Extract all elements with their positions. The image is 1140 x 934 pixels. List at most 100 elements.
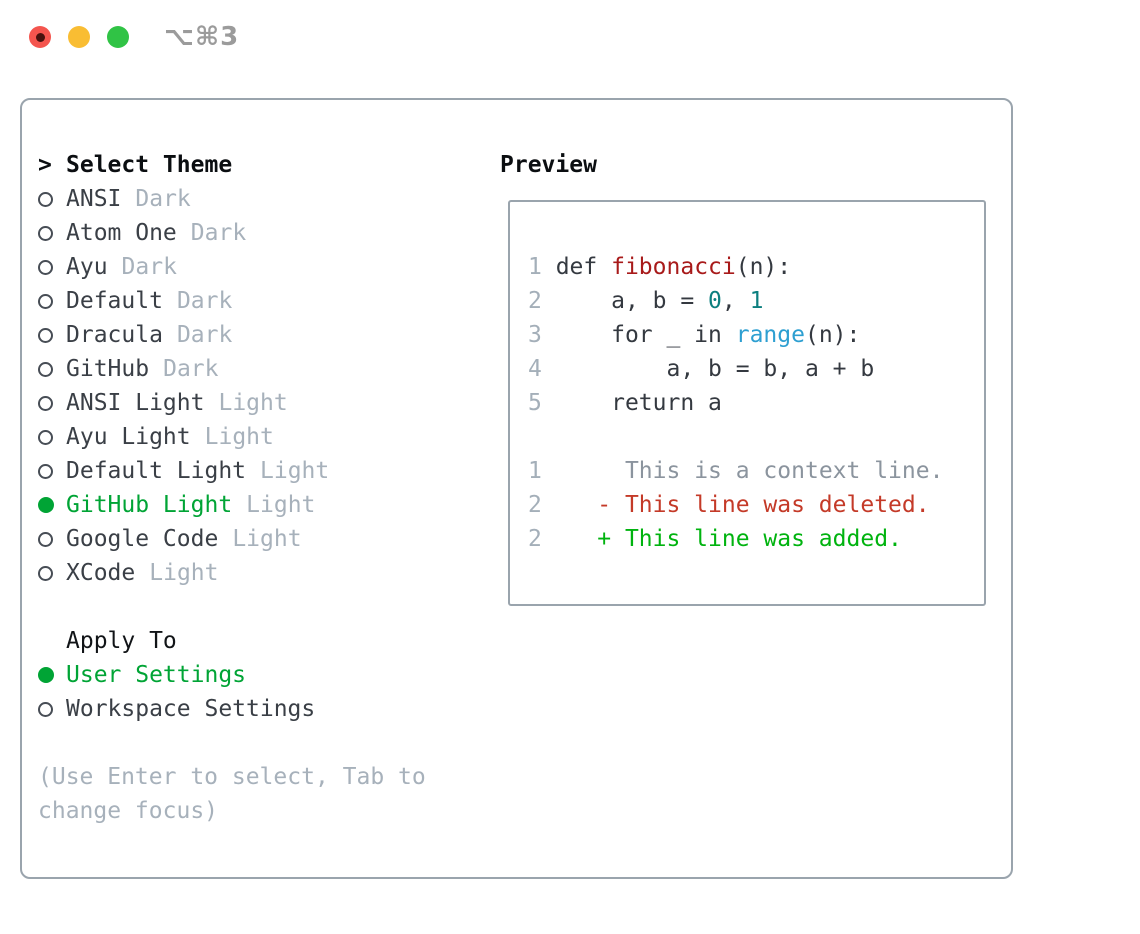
theme-variant-label: Dark (135, 186, 191, 212)
radio-unselected-icon (38, 259, 53, 275)
code-token: range (735, 322, 805, 348)
code-token: 4 (528, 356, 542, 382)
spacer (38, 590, 488, 624)
theme-variant-label: Light (232, 526, 302, 552)
apply-option-workspace-settings[interactable]: Workspace Settings (38, 692, 488, 726)
code-line: 4 a, b = b, a + b (528, 352, 984, 386)
radio-unselected-icon (38, 327, 53, 343)
theme-option-ansi-light[interactable]: ANSI Light Light (38, 386, 488, 420)
code-token: (n): (735, 254, 792, 280)
code-token: fibonacci (611, 254, 736, 280)
code-line: 2 + This line was added. (528, 522, 984, 556)
theme-option-label: ANSI (66, 186, 122, 212)
help-text: (Use Enter to select, Tab to change focu… (38, 764, 426, 824)
theme-list-title: Select Theme (66, 152, 233, 178)
code-token: (n): (804, 322, 861, 348)
code-token: - This line was deleted. (597, 492, 930, 518)
selection-caret-icon: > (38, 152, 52, 178)
code-token: def (541, 254, 612, 280)
theme-option-label: Dracula (66, 322, 163, 348)
code-line (528, 420, 984, 454)
theme-option-ansi[interactable]: ANSI Dark (38, 182, 488, 216)
code-line: 1 This is a context line. (528, 454, 984, 488)
theme-option-github[interactable]: GitHub Dark (38, 352, 488, 386)
code-token: 3 (528, 322, 542, 348)
code-token: for _ in (541, 322, 736, 348)
code-token: , (721, 288, 750, 314)
theme-option-label: GitHub (66, 356, 150, 382)
code-token: a, b = (541, 288, 709, 314)
theme-variant-label: Dark (121, 254, 177, 280)
radio-unselected-icon (38, 429, 53, 445)
theme-option-xcode[interactable]: XCode Light (38, 556, 488, 590)
code-token: 2 (528, 288, 542, 314)
theme-option-label: Default Light (66, 458, 247, 484)
code-token: a, b = b, a + b (541, 356, 875, 382)
code-token: 1 (528, 254, 542, 280)
theme-variant-label: Light (218, 390, 288, 416)
theme-option-label: Google Code (66, 526, 219, 552)
radio-selected-icon (38, 667, 54, 683)
theme-option-label: Atom One (66, 220, 177, 246)
code-token: 2 (528, 492, 542, 518)
radio-unselected-icon (38, 565, 53, 581)
code-token: return a (541, 390, 722, 416)
close-button[interactable] (29, 26, 51, 48)
code-token: 5 (528, 390, 542, 416)
theme-variant-label: Dark (163, 356, 219, 382)
code-token: 2 (528, 526, 542, 552)
radio-unselected-icon (38, 191, 53, 207)
code-line: 2 - This line was deleted. (528, 488, 984, 522)
theme-option-default[interactable]: Default Dark (38, 284, 488, 318)
radio-selected-icon (38, 497, 54, 513)
theme-option-label: XCode (66, 560, 136, 586)
theme-variant-label: Dark (190, 220, 247, 246)
code-line: 3 for _ in range(n): (528, 318, 984, 352)
theme-variant-label: Dark (176, 288, 233, 314)
theme-variant-label: Light (260, 458, 330, 484)
theme-option-dracula[interactable]: Dracula Dark (38, 318, 488, 352)
theme-option-ayu[interactable]: Ayu Dark (38, 250, 488, 284)
theme-variant-label: Light (246, 492, 316, 518)
theme-variant-label: Dark (176, 322, 233, 348)
code-token: 1 (528, 458, 542, 484)
spacer (38, 726, 488, 760)
code-line: 5 return a (528, 386, 984, 420)
apply-option-user-settings[interactable]: User Settings (38, 658, 488, 692)
theme-option-label: ANSI Light (66, 390, 205, 416)
theme-option-label: Default (66, 288, 163, 314)
code-line: 1 def fibonacci(n): (528, 250, 984, 284)
zoom-button[interactable] (107, 26, 129, 48)
radio-unselected-icon (38, 225, 53, 241)
theme-option-atom-one[interactable]: Atom One Dark (38, 216, 488, 250)
radio-unselected-icon (38, 463, 53, 479)
titlebar (29, 26, 146, 48)
radio-unselected-icon (38, 701, 53, 717)
code-line: 2 a, b = 0, 1 (528, 284, 984, 318)
theme-option-default-light[interactable]: Default Light Light (38, 454, 488, 488)
minimize-button[interactable] (68, 26, 90, 48)
window-title: ⌥⌘3 (164, 22, 240, 52)
code-token: 0 (708, 288, 722, 314)
apply-option-label: Workspace Settings (66, 696, 316, 722)
theme-variant-label: Light (149, 560, 219, 586)
radio-unselected-icon (38, 293, 53, 309)
theme-option-google-code[interactable]: Google Code Light (38, 522, 488, 556)
code-token (542, 526, 597, 552)
code-token: + This line was added. (597, 526, 902, 552)
apply-to-header: Apply To (38, 624, 488, 658)
radio-unselected-icon (38, 361, 53, 377)
theme-option-label: Ayu (66, 254, 108, 280)
code-token (542, 458, 625, 484)
code-token: This is a context line. (624, 458, 944, 484)
theme-list-header: > Select Theme (38, 148, 488, 182)
code-token: 1 (749, 288, 764, 314)
